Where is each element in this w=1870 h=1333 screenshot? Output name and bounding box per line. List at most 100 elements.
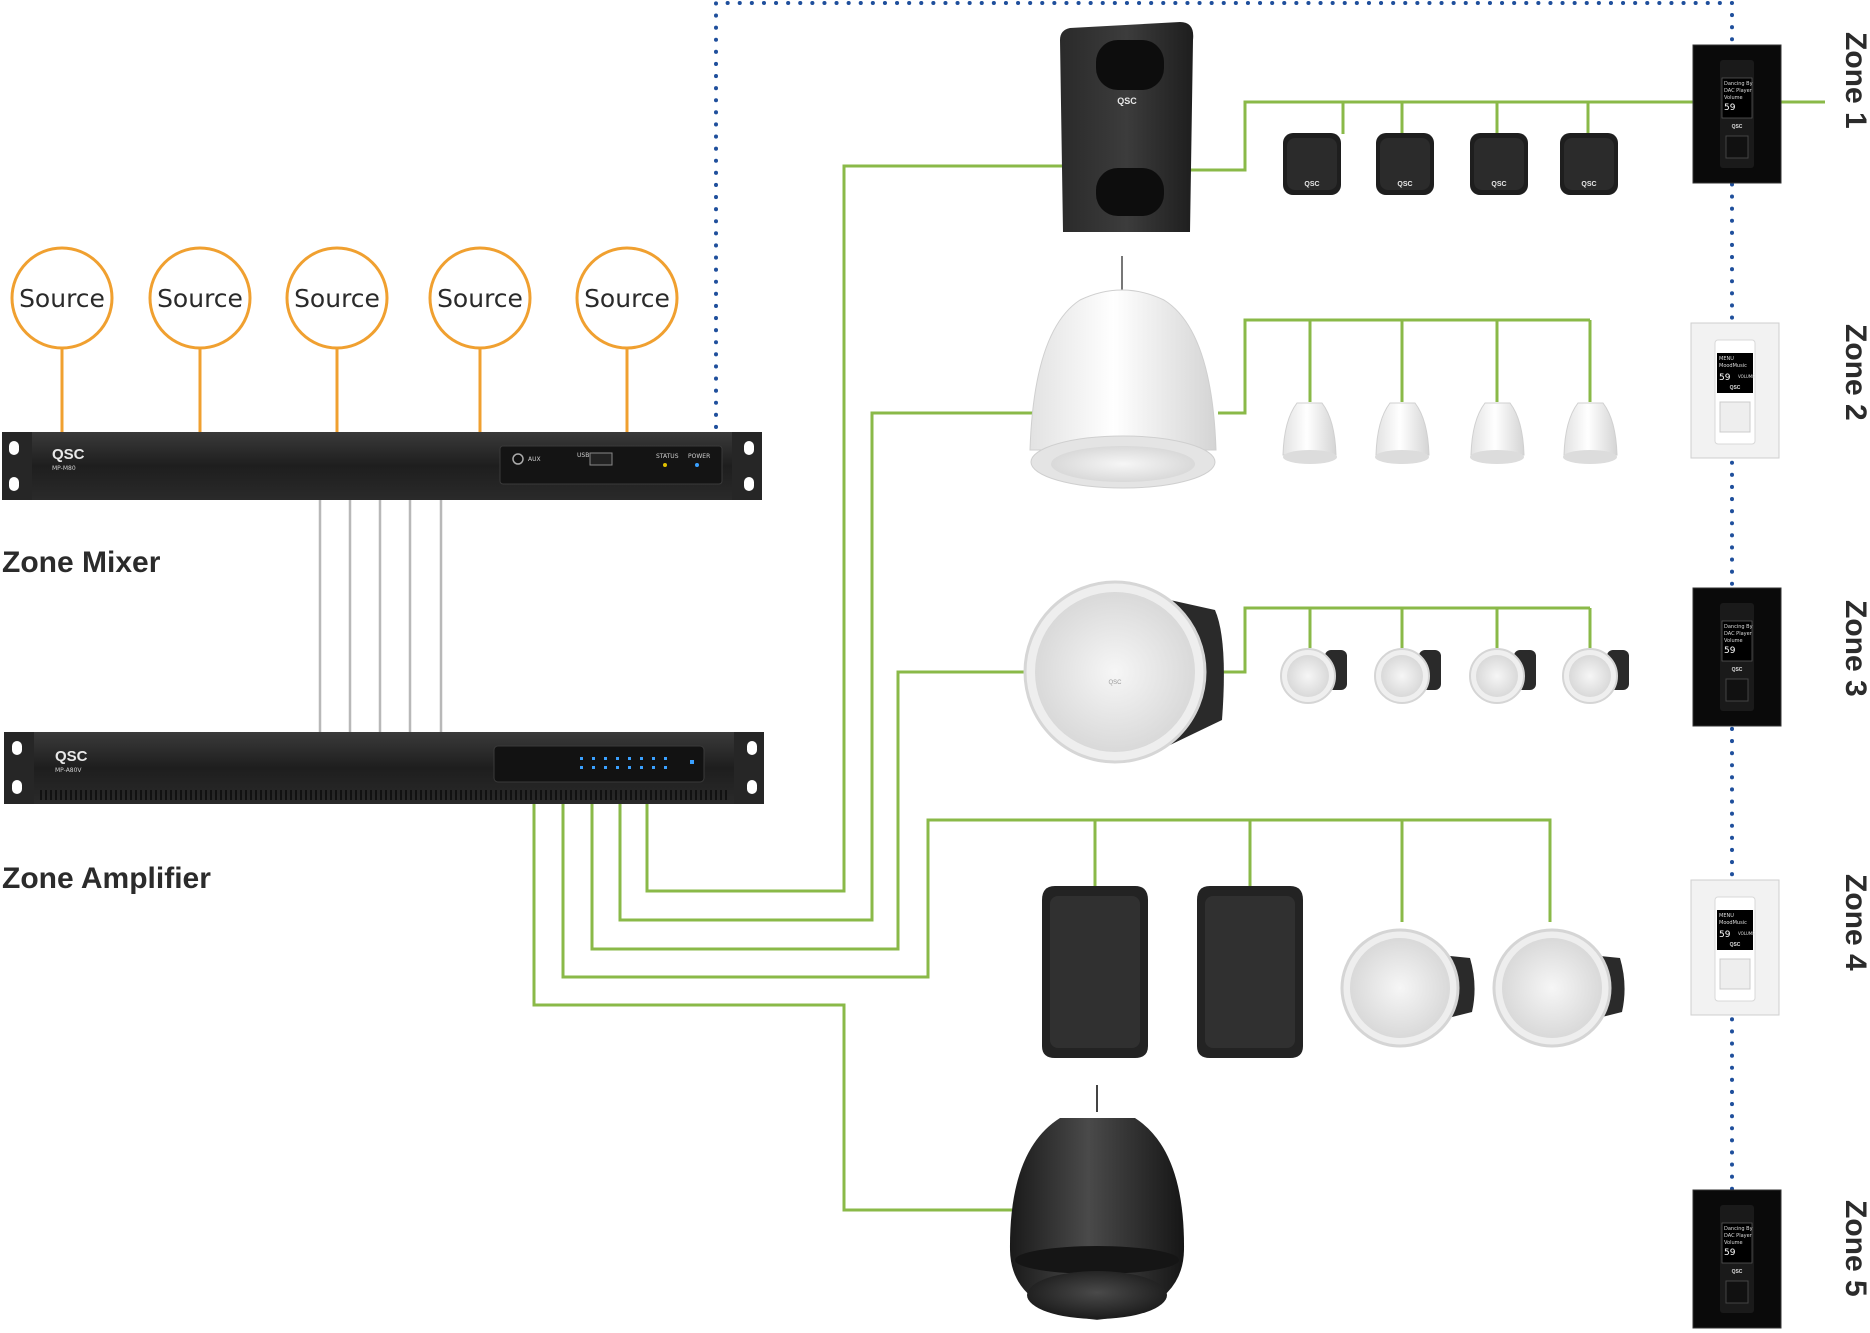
zone-mixer-label: Zone Mixer bbox=[2, 546, 161, 579]
zone-5-speakers bbox=[1009, 1085, 1185, 1320]
controller-screen-line-2: MoodMusic bbox=[1719, 363, 1747, 369]
source-label: Source bbox=[437, 284, 523, 313]
cube-speaker-3: QSC bbox=[1470, 133, 1528, 195]
wall-controllers: Dancing By DAC Player Volume 59 QSC MENU… bbox=[1690, 44, 1782, 1329]
mixer-front-power: POWER bbox=[688, 453, 710, 460]
cube-speaker-4: QSC bbox=[1560, 133, 1618, 195]
speaker-wires bbox=[532, 100, 1825, 1212]
mini-pendant-2 bbox=[1375, 402, 1430, 464]
wall-controller-zone-4: MENU MoodMusic 59 VOLUME QSC bbox=[1690, 879, 1780, 1016]
controller-screen-line-1: MENU bbox=[1719, 913, 1734, 919]
source-label: Source bbox=[294, 284, 380, 313]
controller-button[interactable] bbox=[1719, 958, 1751, 990]
mixer-brand: QSC bbox=[52, 446, 85, 463]
controller-screen-line-3: Volume bbox=[1724, 1240, 1743, 1246]
controller-screen-line-2: MoodMusic bbox=[1719, 920, 1747, 926]
controller-volume: 59 bbox=[1719, 930, 1731, 940]
surface-speaker-2 bbox=[1197, 886, 1303, 1058]
controller-brand: QSC bbox=[1732, 124, 1743, 130]
controller-button[interactable] bbox=[1725, 135, 1749, 159]
controller-brand: QSC bbox=[1732, 667, 1743, 673]
source-group: Source Source Source Source Source bbox=[10, 246, 679, 350]
controller-button[interactable] bbox=[1725, 1280, 1749, 1304]
controller-screen-line-1: Dancing By bbox=[1724, 81, 1753, 87]
pendant-speaker-black bbox=[1009, 1085, 1185, 1320]
subwoofer: QSC bbox=[1060, 22, 1194, 232]
controller-screen-line-2: DAC Player bbox=[1724, 631, 1753, 637]
mixer-front-status: STATUS bbox=[656, 453, 679, 460]
controller-screen-line-4: VOLUME bbox=[1738, 374, 1755, 379]
amp-model: MP-A80V bbox=[55, 767, 82, 774]
source-label: Source bbox=[19, 284, 105, 313]
controller-volume: 59 bbox=[1724, 1248, 1736, 1258]
source-2: Source bbox=[148, 246, 252, 350]
controller-screen-line-1: Dancing By bbox=[1724, 1226, 1753, 1232]
mini-ceiling-4 bbox=[1562, 648, 1629, 704]
controller-screen-line-2: DAC Player bbox=[1724, 1233, 1753, 1239]
controller-screen-line-3: Volume bbox=[1724, 638, 1743, 644]
mini-ceiling-1 bbox=[1280, 648, 1347, 704]
zone-amplifier-device: QSC MP-A80V bbox=[4, 732, 764, 804]
source-4: Source bbox=[428, 246, 532, 350]
controller-volume: 59 bbox=[1719, 373, 1731, 383]
cube-brand: QSC bbox=[1491, 181, 1506, 188]
wall-controller-zone-2: MENU MoodMusic 59 VOLUME QSC bbox=[1690, 322, 1780, 459]
mixer-front-usb: USB bbox=[577, 452, 589, 459]
mini-ceiling-3 bbox=[1469, 648, 1536, 704]
amp-meter-leds bbox=[580, 757, 694, 769]
zone-1-speakers: QSC QSC QSC QSC QSC bbox=[1060, 22, 1618, 232]
surface-speaker-1 bbox=[1042, 886, 1148, 1058]
controller-brand: QSC bbox=[1730, 385, 1741, 391]
source-wires bbox=[60, 349, 629, 432]
pendant-speaker-white-large bbox=[1029, 256, 1217, 489]
wall-controller-zone-1: Dancing By DAC Player Volume 59 QSC bbox=[1692, 44, 1782, 184]
mini-pendant-4 bbox=[1563, 402, 1618, 464]
controller-volume: 59 bbox=[1724, 103, 1736, 113]
controller-screen-line-4: VOLUME bbox=[1738, 931, 1755, 936]
source-1: Source bbox=[10, 246, 114, 350]
power-led bbox=[695, 463, 699, 467]
mixer-amp-links bbox=[318, 500, 443, 732]
zone-3-label: Zone 3 bbox=[1839, 600, 1870, 697]
source-label: Source bbox=[584, 284, 670, 313]
source-5: Source bbox=[575, 246, 679, 350]
ceiling-speaker-4b bbox=[1492, 928, 1625, 1048]
zone-1-label: Zone 1 bbox=[1839, 32, 1870, 129]
ceiling-speaker-4a bbox=[1340, 928, 1475, 1048]
ceiling-speaker-large: QSC bbox=[1023, 580, 1224, 764]
cube-speaker-1: QSC bbox=[1283, 133, 1341, 195]
wall-controller-zone-5: Dancing By DAC Player Volume 59 QSC bbox=[1692, 1189, 1782, 1329]
controller-button[interactable] bbox=[1719, 401, 1751, 433]
amp-brand: QSC bbox=[55, 748, 88, 765]
cube-brand: QSC bbox=[1397, 181, 1412, 188]
source-3: Source bbox=[285, 246, 389, 350]
zone-5-label: Zone 5 bbox=[1839, 1200, 1870, 1297]
mixer-model: MP-M80 bbox=[52, 465, 76, 472]
zone-2-label: Zone 2 bbox=[1839, 324, 1870, 421]
source-label: Source bbox=[157, 284, 243, 313]
controller-screen-line-3: Volume bbox=[1724, 95, 1743, 101]
ceiling-brand: QSC bbox=[1108, 680, 1122, 686]
zone-amplifier-label: Zone Amplifier bbox=[2, 862, 211, 895]
mini-pendant-3 bbox=[1470, 402, 1525, 464]
controller-brand: QSC bbox=[1732, 1269, 1743, 1275]
zone-labels: Zone 1 Zone 2 Zone 3 Zone 4 Zone 5 bbox=[1839, 32, 1870, 1297]
wall-controller-zone-3: Dancing By DAC Player Volume 59 QSC bbox=[1692, 587, 1782, 727]
mini-pendant-1 bbox=[1282, 402, 1337, 464]
mixer-front-aux: AUX bbox=[528, 456, 541, 463]
controller-brand: QSC bbox=[1730, 942, 1741, 948]
zone-3-speakers: QSC bbox=[1023, 580, 1629, 764]
controller-screen-line-2: DAC Player bbox=[1724, 88, 1753, 94]
cube-brand: QSC bbox=[1304, 181, 1319, 188]
controller-screen-line-1: Dancing By bbox=[1724, 624, 1753, 630]
cube-speaker-2: QSC bbox=[1376, 133, 1434, 195]
zone-2-speakers bbox=[1029, 256, 1618, 489]
controller-button[interactable] bbox=[1725, 678, 1749, 702]
zone-4-speakers bbox=[1042, 886, 1625, 1058]
cube-brand: QSC bbox=[1581, 181, 1596, 188]
mini-ceiling-2 bbox=[1374, 648, 1441, 704]
subwoofer-brand: QSC bbox=[1117, 96, 1137, 106]
controller-volume: 59 bbox=[1724, 646, 1736, 656]
zone-mixer-device: QSC MP-M80 AUX USB STATUS POWER bbox=[2, 432, 762, 500]
